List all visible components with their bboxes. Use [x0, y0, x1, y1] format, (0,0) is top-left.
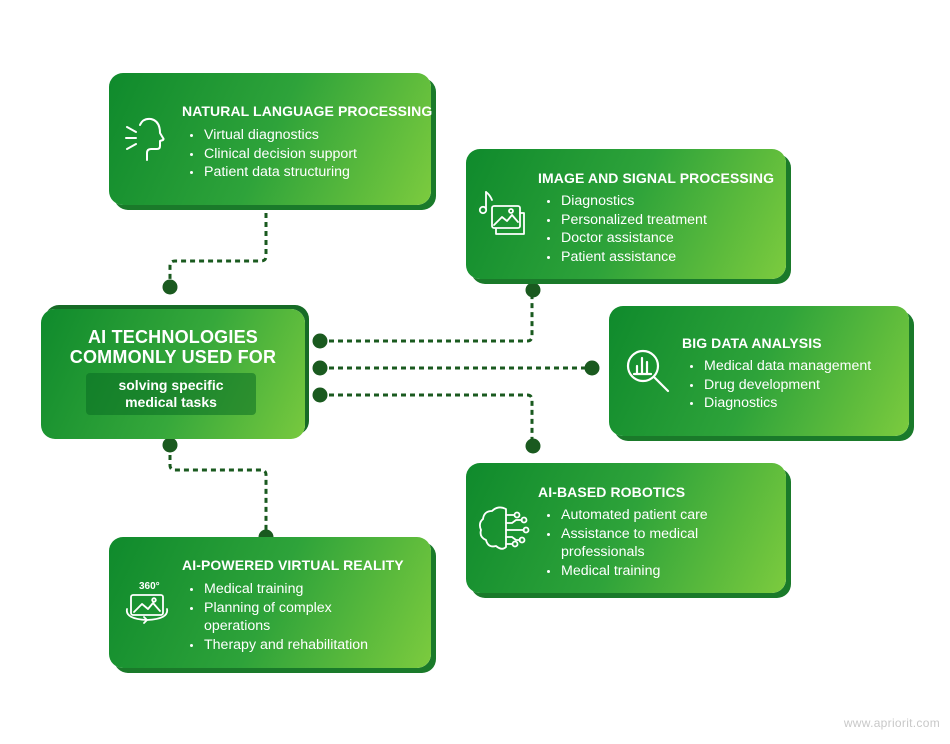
list-item: Automated patient care	[546, 506, 746, 525]
list-item: Medical training	[189, 580, 389, 599]
image-sound-icon	[478, 191, 525, 235]
list-item: Planning of complex operations	[189, 599, 389, 636]
vr-360-icon: 360°	[125, 581, 169, 624]
list-item: Personalized treatment	[546, 211, 776, 230]
card-items: Medical training Planning of complex ope…	[189, 580, 389, 654]
card-title: IMAGE AND SIGNAL PROCESSING	[538, 170, 775, 186]
list-item: Medical data management	[689, 357, 904, 376]
card-items: Automated patient care Assistance to med…	[546, 506, 746, 580]
card-title: AI-BASED ROBOTICS	[538, 484, 686, 500]
central-hub: AI TECHNOLOGIES COMMONLY USED FOR solvin…	[41, 309, 305, 439]
card-title: BIG DATA ANALYSIS	[682, 335, 822, 351]
connector-image	[320, 290, 534, 343]
list-item: Diagnostics	[689, 394, 904, 413]
card-title: NATURAL LANGUAGE PROCESSING	[182, 103, 433, 119]
list-item: Doctor assistance	[546, 229, 776, 248]
connector-dot	[162, 279, 178, 295]
list-item: Virtual diagnostics	[189, 126, 419, 145]
card-title: AI-POWERED VIRTUAL REALITY	[182, 557, 404, 573]
card-big-data-analysis: BIG DATA ANALYSIS Medical data managemen…	[609, 306, 909, 436]
hub-subtitle: solving specific medical tasks	[86, 373, 256, 415]
svg-text:360°: 360°	[139, 581, 160, 592]
connector-dot	[584, 360, 600, 376]
watermark: www.apriorit.com	[843, 716, 940, 730]
connector-dot	[525, 282, 541, 298]
connector-dot	[312, 333, 328, 349]
magnifier-chart-icon	[626, 349, 670, 393]
brain-circuit-icon	[478, 506, 530, 550]
list-item: Medical training	[546, 562, 746, 581]
list-item: Patient assistance	[546, 248, 776, 267]
connector-dot	[312, 360, 328, 376]
list-item: Therapy and rehabilitation	[189, 636, 389, 655]
card-image-and-signal-processing: IMAGE AND SIGNAL PROCESSING Diagnostics …	[466, 149, 786, 279]
list-item: Clinical decision support	[189, 145, 419, 164]
connector-robotics	[320, 393, 534, 446]
list-item: Diagnostics	[546, 192, 776, 211]
list-item: Assistance to medical professionals	[546, 525, 746, 562]
card-items: Medical data management Drug development…	[689, 357, 904, 413]
list-item: Patient data structuring	[189, 163, 419, 182]
card-ai-powered-virtual-reality: 360° AI-POWERED VIRTUAL REALITY Medical …	[109, 537, 431, 668]
card-items: Virtual diagnostics Clinical decision su…	[189, 126, 419, 182]
hub-title: AI TECHNOLOGIES COMMONLY USED FOR	[69, 327, 277, 367]
speaking-head-icon	[125, 117, 165, 161]
connector-nlp	[168, 195, 268, 286]
connector-dot	[162, 437, 178, 453]
card-items: Diagnostics Personalized treatment Docto…	[546, 192, 776, 266]
connector-dot	[312, 387, 328, 403]
connector-vr	[168, 446, 268, 536]
card-natural-language-processing: NATURAL LANGUAGE PROCESSING Virtual diag…	[109, 73, 433, 205]
card-ai-based-robotics: AI-BASED ROBOTICS Automated patient care…	[466, 463, 786, 593]
list-item: Drug development	[689, 376, 904, 395]
connector-dot	[525, 438, 541, 454]
